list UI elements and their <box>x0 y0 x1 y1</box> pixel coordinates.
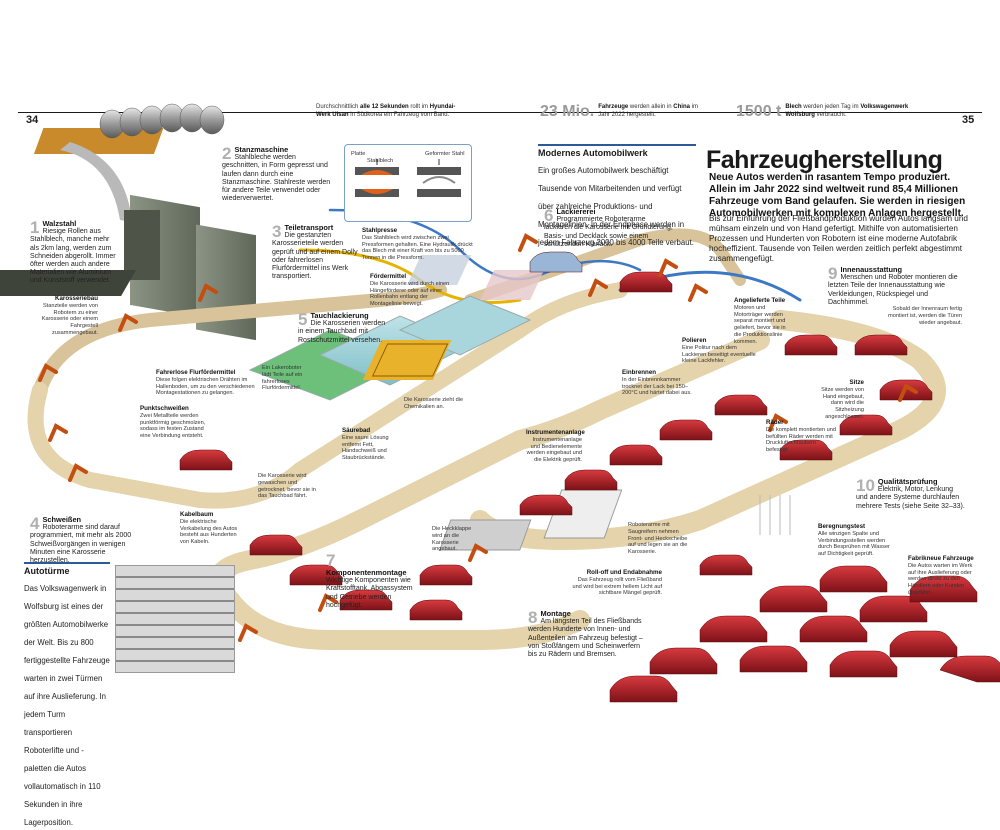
label-chemicals: Die Karosserie zieht die Chemikalien an. <box>404 397 464 410</box>
section-modern-heading: Modernes Automobilwerk <box>538 144 696 158</box>
label-washed: Die Karosserie wird gewaschen und getroc… <box>258 473 316 500</box>
car-towers-photo <box>115 565 235 673</box>
press-label-plate: Platte <box>351 151 366 157</box>
section-modern-text: Ein großes Automobilwerk beschäftigt Tau… <box>538 166 694 247</box>
page-number-right: 35 <box>962 114 975 126</box>
press-label-sheet: Stahlblech <box>367 158 394 164</box>
section-modern-factory: Modernes Automobilwerk Ein großes Automo… <box>538 144 696 250</box>
robot-arms <box>38 233 918 642</box>
stat-china: 23 Mio.Fahrzeuge werden allein in China … <box>540 103 698 120</box>
page-title: Fahrzeugherstellung <box>706 146 943 174</box>
factory-illustration <box>0 103 1000 703</box>
press-label-formed: Geformter Stahl <box>425 151 465 157</box>
label-loader-robot: Ein Lakeroboter lädt Teile auf ein fahre… <box>262 365 303 392</box>
steel-rolls <box>33 103 225 222</box>
label-tailgate: Die Heckklappe wird an die Karosserie an… <box>432 526 472 553</box>
paint-shop <box>362 255 545 380</box>
label-glass-robots: Roboterarme mit Saugreifern nehmen Front… <box>628 522 688 556</box>
stat-hyundai: Durchschnittlich alle 12 Sekunden rollt … <box>316 104 456 118</box>
section-towers-text: Das Volkswagenwerk in Wolfsburg ist eine… <box>24 584 110 827</box>
book-spread: 34 35 Durchschnittlich alle 12 Sekunden … <box>0 103 1000 827</box>
header-rule <box>18 112 982 113</box>
parked-cars <box>609 565 1000 703</box>
intro-paragraph: Neue Autos werden in rasantem Tempo prod… <box>709 172 966 219</box>
section-towers-heading: Autotürme <box>24 562 110 576</box>
label-doors: Sobald der Innenraum fertig montiert ist… <box>888 306 962 326</box>
press-diagram: Platte Stahlblech Geformter Stahl <box>344 144 472 222</box>
page-number-left: 34 <box>26 114 39 126</box>
body-paragraph: Bis zur Einführung der Fließbandprodukti… <box>709 214 968 263</box>
section-car-towers: Autotürme Das Volkswagenwerk in Wolfsbur… <box>24 562 110 830</box>
